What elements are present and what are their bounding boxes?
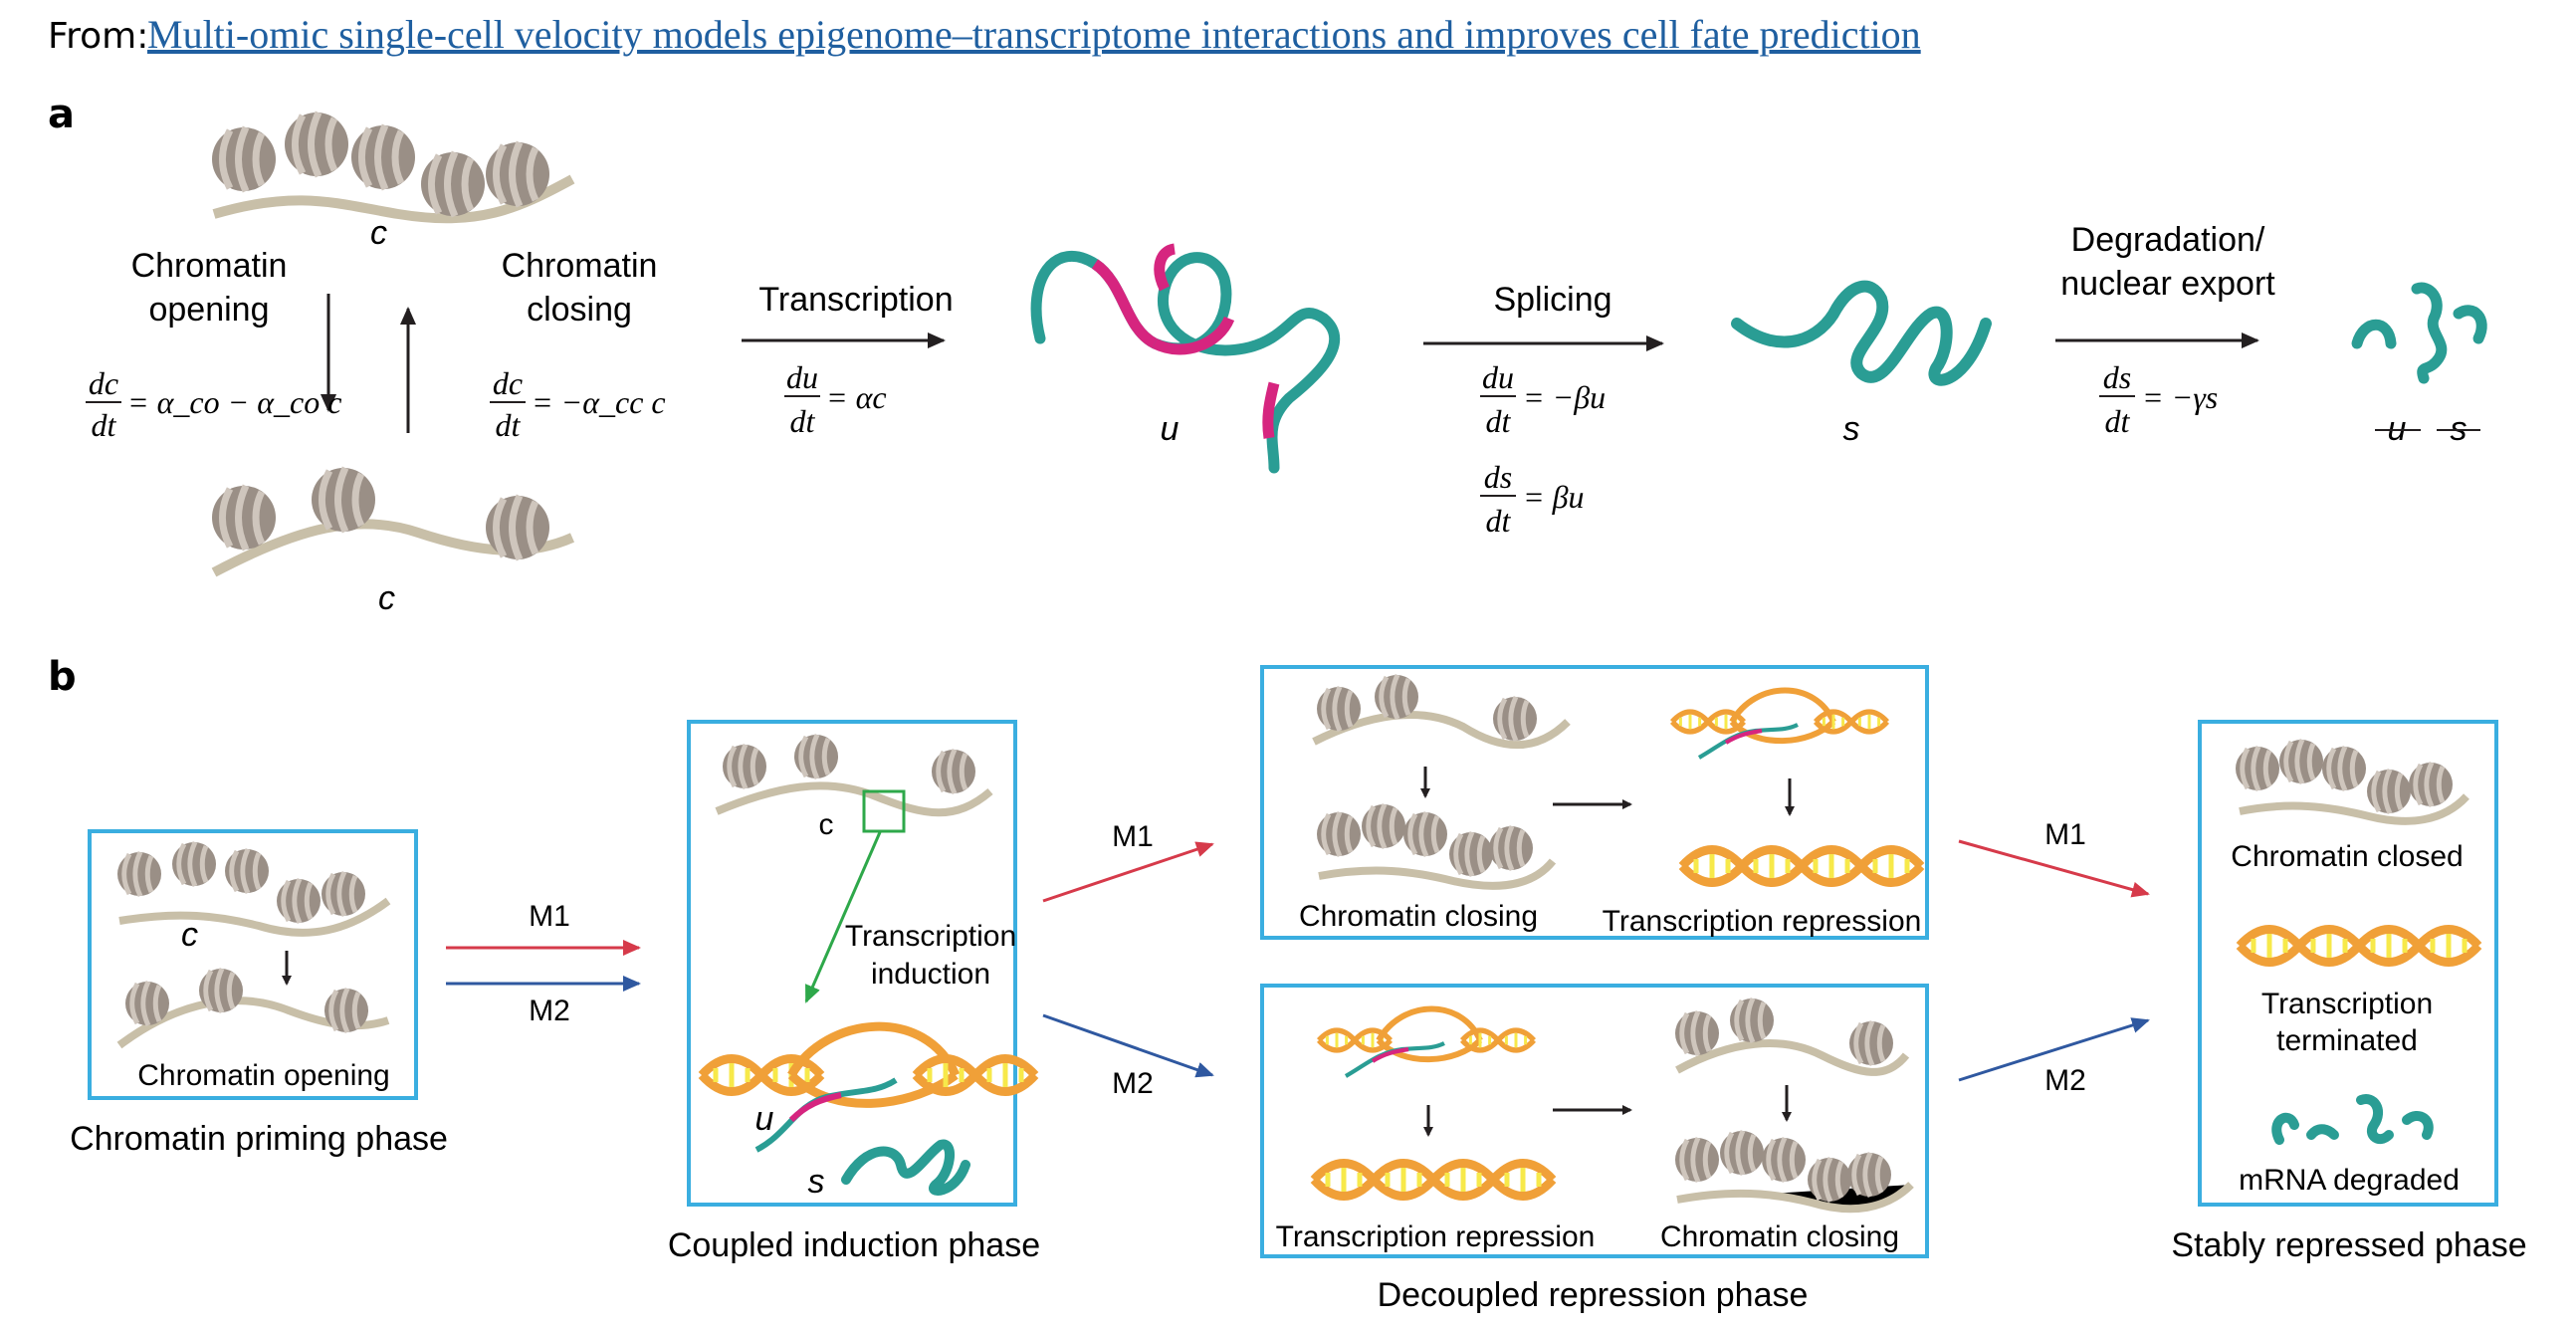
svg-text:dc: dc [493,365,523,401]
degraded-vars: u s [2375,410,2480,448]
induction-line1: Transcription [845,920,1016,953]
degraded-rna-graphic [2351,282,2487,384]
priming-open-chromatin [116,969,390,1049]
svg-text:dt: dt [790,403,816,439]
priming-phase-label: Chromatin priming phase [70,1120,448,1158]
from-label: From: [48,16,148,57]
svg-text:dt: dt [2105,403,2131,439]
stable-mrna-label: mRNA degraded [2239,1164,2460,1197]
svg-text:= −βu: = −βu [1523,379,1606,415]
chromatin-closing-line2: closing [527,291,632,329]
panel-b-label: b [48,654,77,700]
top-right-label: Transcription repression [1603,905,1922,938]
svg-text:ds: ds [1484,459,1512,495]
eq-transcription: du dt = αc [784,359,887,439]
svg-text:du: du [1482,359,1514,395]
coupled-s-var: s [808,1163,825,1201]
priming-box-label: Chromatin opening [137,1059,390,1092]
stable-chromatin-label: Chromatin closed [2231,840,2463,873]
chromatin-closing-line1: Chromatin [502,247,658,285]
branch-m1-label: M1 [1112,820,1154,853]
open-chromatin-graphic [212,468,575,577]
panel-a-label: a [48,92,75,137]
u-var: u [1161,410,1180,448]
svg-text:du: du [786,359,818,395]
splicing-label: Splicing [1493,281,1611,319]
coupled-transcription-bubble [702,1021,1035,1153]
top-left-closed-chromatin [1317,804,1557,890]
svg-text:dt: dt [1486,503,1512,539]
eq-chromatin-opening: dc dt = α_co − α_co c [86,365,341,443]
promoter-highlight-box [862,789,906,833]
s-var: s [1843,410,1860,448]
svg-text:dc: dc [89,365,118,401]
bottom-right-closed-chromatin [1675,1131,1914,1214]
stable-tx-line2: terminated [2276,1024,2418,1057]
top-right-repressed-dna [1682,850,1921,883]
top-c-var: c [370,214,387,252]
article-title-link[interactable]: Multi-omic single-cell velocity models e… [147,12,1921,57]
closed-chromatin-graphic [212,112,575,224]
spliced-rna-graphic [1731,280,1992,386]
induction-line2: induction [871,958,990,991]
induction-arrow [804,831,882,1003]
coupled-spliced-rna [841,1139,970,1196]
svg-text:= αc: = αc [826,379,887,415]
decoupled-bottom-box [1260,984,1929,1258]
top-left-label: Chromatin closing [1299,900,1538,933]
stable-tx-line1: Transcription [2261,988,2433,1020]
top-right-bubble [1672,687,1887,760]
stable-degraded-mrna [2271,1094,2434,1145]
m1-label-1: M1 [529,900,570,933]
degradation-line2: nuclear export [2060,265,2275,303]
degradation-line1: Degradation/ [2071,221,2265,259]
chromatin-opening-line1: Chromatin [131,247,288,285]
bottom-right-label: Chromatin closing [1660,1220,1899,1253]
final-m1-arrow [1958,839,2150,898]
coupled-phase-label: Coupled induction phase [668,1226,1040,1264]
svg-text:= −γs: = −γs [2142,379,2218,415]
m2-label-1: M2 [529,995,570,1027]
decoupled-top-box [1260,665,1929,940]
bottom-left-repressed-dna [1314,1164,1553,1197]
decoupled-phase-label: Decoupled repression phase [1378,1276,1809,1314]
chromatin-opening-line2: opening [148,291,269,329]
bottom-left-bubble [1319,1005,1534,1078]
svg-text:ds: ds [2103,359,2131,395]
unspliced-rna-graphic [1030,243,1341,474]
svg-text:= −α_cc c: = −α_cc c [532,384,666,420]
eq-degradation: ds dt = −γs [2099,359,2218,439]
priming-box [88,829,418,1100]
svg-text:dt: dt [496,407,522,443]
priming-c-var: c [181,916,198,954]
eq-splicing-s: ds dt = βu [1480,459,1585,539]
bottom-left-label: Transcription repression [1276,1220,1596,1253]
coupled-u-var: u [755,1100,774,1138]
final-m2-arrow [1958,1017,2150,1082]
stable-phase-label: Stably repressed phase [2171,1226,2526,1264]
branch-m2-arrow [1042,1013,1214,1078]
eq-chromatin-closing: dc dt = −α_cc c [490,365,666,443]
eq-splicing-u: du dt = −βu [1480,359,1606,439]
branch-m2-label: M2 [1112,1067,1154,1100]
svg-text:dt: dt [92,407,117,443]
stable-terminated-dna [2240,930,2478,963]
coupled-box [687,720,1017,1207]
stable-closed-chromatin [2236,740,2469,825]
bottom-c-var: c [378,579,395,617]
bottom-right-open-chromatin [1675,998,1910,1076]
svg-text:dt: dt [1486,403,1512,439]
top-left-open-chromatin [1312,675,1571,750]
priming-closed-chromatin [117,842,391,937]
branch-m1-arrow [1042,841,1214,903]
final-m1-label: M1 [2044,818,2086,851]
transcription-label: Transcription [758,281,953,319]
svg-text:= βu: = βu [1523,479,1585,515]
svg-text:= α_co − α_co c: = α_co − α_co c [127,384,341,420]
final-m2-label: M2 [2044,1064,2086,1097]
stable-box [2198,720,2498,1207]
coupled-c-var: c [819,808,834,841]
coupled-chromatin [715,735,993,817]
